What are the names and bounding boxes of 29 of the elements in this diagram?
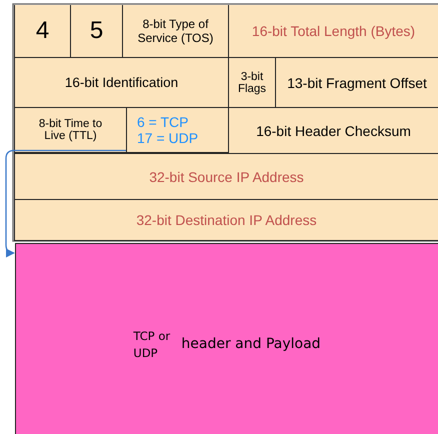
header-field-cell — [14, 57, 228, 107]
header-field-cell — [70, 5, 122, 57]
field-label: 6 = TCP — [137, 114, 188, 130]
header-field-cell — [14, 107, 126, 153]
field-label: 32-bit Source IP Address — [149, 168, 304, 184]
header-field-cell — [14, 5, 70, 57]
field-label: 17 = UDP — [137, 130, 198, 146]
field-label: 3-bit Flags — [236, 70, 268, 94]
header-field-cell — [275, 57, 438, 107]
header-field-cell — [14, 200, 438, 241]
header-field-cell — [228, 57, 275, 107]
field-label: 4 — [36, 17, 50, 45]
field-label: header and Payload — [181, 336, 321, 352]
payload-box — [15, 243, 438, 434]
header-field-cell — [126, 107, 228, 153]
field-label: 8-bit Time to Live (TTL) — [38, 118, 104, 142]
field-label: TCP or UDP — [133, 328, 172, 362]
field-label: 16-bit Identification — [64, 75, 178, 90]
curved-arrow — [5, 150, 126, 258]
field-label: 5 — [90, 17, 104, 45]
header-field-cell — [228, 107, 438, 153]
field-label: 16-bit Total Length (Bytes) — [252, 23, 416, 39]
header-field-cell — [122, 5, 228, 57]
field-label: 13-bit Fragment Offset — [287, 74, 427, 90]
field-label: 16-bit Header Checksum — [256, 122, 411, 138]
header-field-cell — [14, 153, 438, 200]
field-label: 32-bit Destination IP Address — [136, 212, 317, 228]
field-label: 8-bit Type of Service (TOS) — [137, 17, 214, 45]
header-field-cell — [228, 5, 438, 57]
